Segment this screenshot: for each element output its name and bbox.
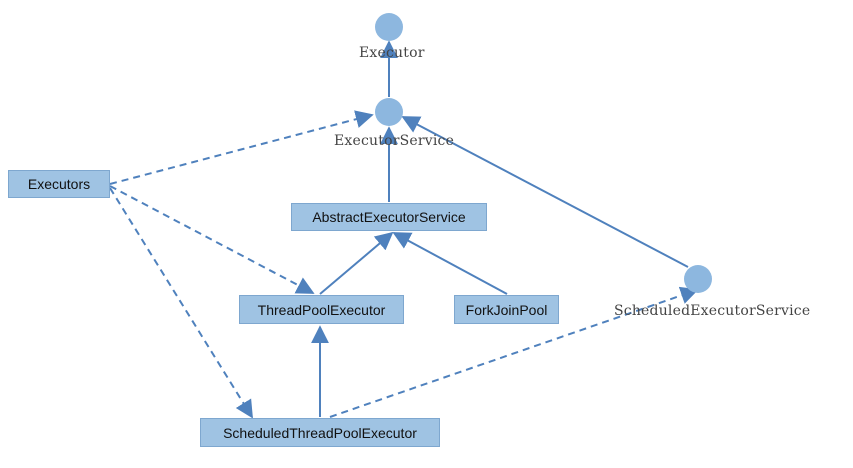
executorservice-interface-node <box>375 98 403 126</box>
forkjoinpool-box: ForkJoinPool <box>454 295 559 324</box>
scheduledexecutorservice-interface-node <box>684 265 712 293</box>
edge-scheduledservice-to-executorservice <box>401 116 689 268</box>
dashed-executors-to-executorservice <box>109 110 374 185</box>
edge-threadpool-to-abstract <box>319 231 394 295</box>
abstractexecutorservice-box: AbstractExecutorService <box>291 203 487 231</box>
executorservice-label: ExecutorService <box>334 133 455 149</box>
executors-box: Executors <box>8 170 110 198</box>
dashed-executors-to-scheduled <box>109 187 253 419</box>
scheduledexecutorservice-label: ScheduledExecutorService <box>614 303 811 319</box>
executor-interface-node <box>375 13 403 41</box>
dashed-executors-to-threadpool <box>109 185 315 294</box>
edge-forkjoin-to-abstract <box>392 232 508 295</box>
threadpoolexecutor-box: ThreadPoolExecutor <box>239 295 404 324</box>
executor-label: Executor <box>359 45 425 61</box>
dashed-scheduled-to-scheduledservice <box>329 286 699 418</box>
scheduledthreadpoolexecutor-box: ScheduledThreadPoolExecutor <box>200 418 440 447</box>
